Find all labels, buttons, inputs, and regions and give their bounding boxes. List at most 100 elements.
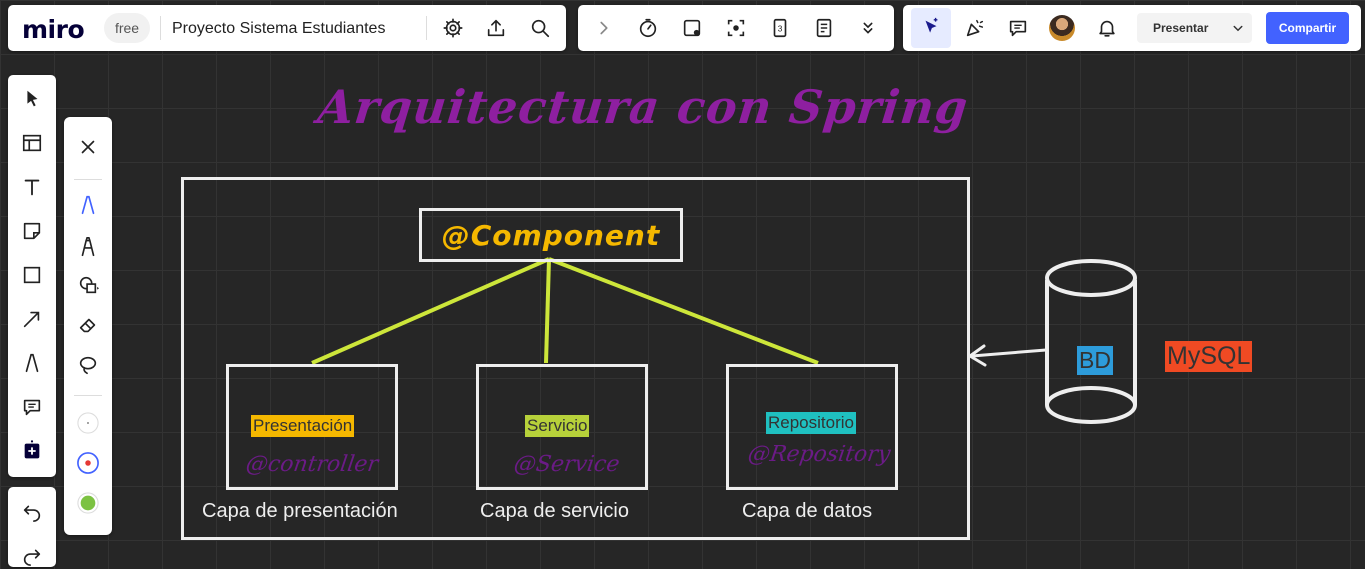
comment-tool[interactable] (18, 393, 46, 421)
sticky-note-tool[interactable] (18, 217, 46, 245)
connector-service[interactable] (544, 258, 551, 364)
close-icon (81, 140, 95, 154)
more-apps-tool[interactable] (18, 437, 46, 465)
gear-icon (443, 18, 463, 38)
chevron-down-icon[interactable] (1229, 19, 1247, 37)
cursor-mode-button[interactable] (911, 8, 951, 48)
attention-button[interactable] (722, 14, 750, 42)
chevron-right-icon (600, 21, 608, 35)
divider (160, 16, 161, 40)
select-tool[interactable] (18, 85, 46, 113)
present-button[interactable]: Presentar (1137, 13, 1252, 43)
export-button[interactable] (482, 14, 510, 42)
sharing-toolbar: Presentar Compartir (903, 5, 1361, 51)
database-cylinder[interactable] (1045, 259, 1137, 424)
history-toolbar (8, 487, 56, 567)
present-label: Presentar (1153, 21, 1209, 35)
templates-tool[interactable] (18, 129, 46, 157)
svg-text:3: 3 (778, 25, 783, 34)
color-swatch-icon (77, 492, 99, 514)
shapes-icon (79, 276, 99, 294)
presentation-caption[interactable]: Capa de presentación (202, 500, 398, 522)
pen-button[interactable] (74, 191, 102, 219)
pen-tool[interactable] (18, 349, 46, 377)
architecture-frame[interactable] (181, 177, 970, 540)
arrow-icon (23, 311, 40, 328)
service-annotation[interactable]: @Service (512, 452, 622, 477)
upload-icon (487, 19, 505, 37)
notifications-button[interactable] (1093, 14, 1121, 42)
cursor-icon (925, 17, 938, 33)
more-tools-button[interactable] (854, 14, 882, 42)
plan-badge[interactable]: free (104, 13, 150, 43)
plus-box-icon (24, 440, 40, 459)
search-button[interactable] (526, 14, 554, 42)
db-arrow[interactable] (968, 344, 1047, 367)
smart-drawing-button[interactable] (74, 271, 102, 299)
divider (74, 395, 102, 396)
color-red-button[interactable] (74, 449, 102, 477)
presentation-label[interactable]: Presentación (251, 415, 355, 437)
template-icon (22, 134, 42, 152)
miro-logo[interactable]: miro (22, 15, 85, 44)
chevron-double-down-icon (863, 22, 873, 34)
timer-button[interactable] (634, 14, 662, 42)
comments-button[interactable] (1004, 14, 1032, 42)
voting-button[interactable]: 3 (766, 14, 794, 42)
eraser-button[interactable] (74, 311, 102, 339)
lasso-button[interactable] (74, 351, 102, 379)
pen-icon (25, 353, 39, 373)
card-icon (683, 19, 701, 37)
search-icon (531, 19, 550, 38)
comment-icon (23, 399, 41, 416)
notes-button[interactable] (810, 14, 838, 42)
connector-repository[interactable] (548, 257, 819, 365)
text-icon (24, 179, 40, 196)
bell-icon (1099, 20, 1115, 37)
connector-presentation[interactable] (311, 257, 550, 365)
share-button[interactable]: Compartir (1266, 12, 1349, 44)
service-label[interactable]: Servicio (525, 415, 590, 437)
card-button[interactable] (678, 14, 706, 42)
reactions-button[interactable] (961, 14, 989, 42)
highlighter-button[interactable] (74, 233, 102, 261)
repository-layer-box[interactable] (726, 364, 898, 490)
divider (426, 16, 427, 40)
focus-icon (727, 19, 745, 37)
eraser-icon (79, 318, 96, 333)
board-header: miro free Proyecto Sistema Estudiantes (8, 5, 566, 51)
close-pen-button[interactable] (74, 133, 102, 161)
board-title[interactable]: Proyecto Sistema Estudiantes (172, 20, 386, 37)
component-box[interactable]: @Component (419, 208, 683, 262)
repository-label[interactable]: Repositorio (766, 412, 856, 434)
data-layer-caption[interactable]: Capa de datos (742, 500, 873, 522)
repository-annotation[interactable]: @Repository (746, 442, 893, 467)
controller-annotation[interactable]: @controller (244, 452, 380, 477)
connection-line-tool[interactable] (18, 305, 46, 333)
expand-toolbar-button[interactable] (590, 14, 618, 42)
color-green-button[interactable] (74, 489, 102, 517)
component-label: @Component (441, 218, 661, 252)
text-tool[interactable] (18, 173, 46, 201)
service-caption[interactable]: Capa de servicio (480, 500, 629, 522)
service-layer-box[interactable] (476, 364, 648, 490)
settings-button[interactable] (439, 14, 467, 42)
sticky-note-icon (23, 222, 41, 240)
mysql-label[interactable]: MySQL (1165, 341, 1253, 372)
square-icon (23, 266, 41, 284)
user-avatar[interactable] (1049, 15, 1075, 41)
database-label[interactable]: BD (1077, 346, 1113, 375)
dot-thin-icon (77, 412, 99, 434)
presentation-layer-box[interactable] (226, 364, 398, 490)
shape-tool[interactable] (18, 261, 46, 289)
lasso-icon (79, 356, 97, 375)
undo-icon (23, 505, 41, 522)
vote-icon: 3 (773, 18, 787, 38)
stroke-thin-button[interactable] (74, 409, 102, 437)
pointer-icon (27, 90, 38, 107)
highlighter-icon (81, 237, 95, 257)
color-swatch-icon (77, 452, 99, 474)
timer-icon (639, 18, 657, 38)
undo-button[interactable] (18, 497, 46, 525)
